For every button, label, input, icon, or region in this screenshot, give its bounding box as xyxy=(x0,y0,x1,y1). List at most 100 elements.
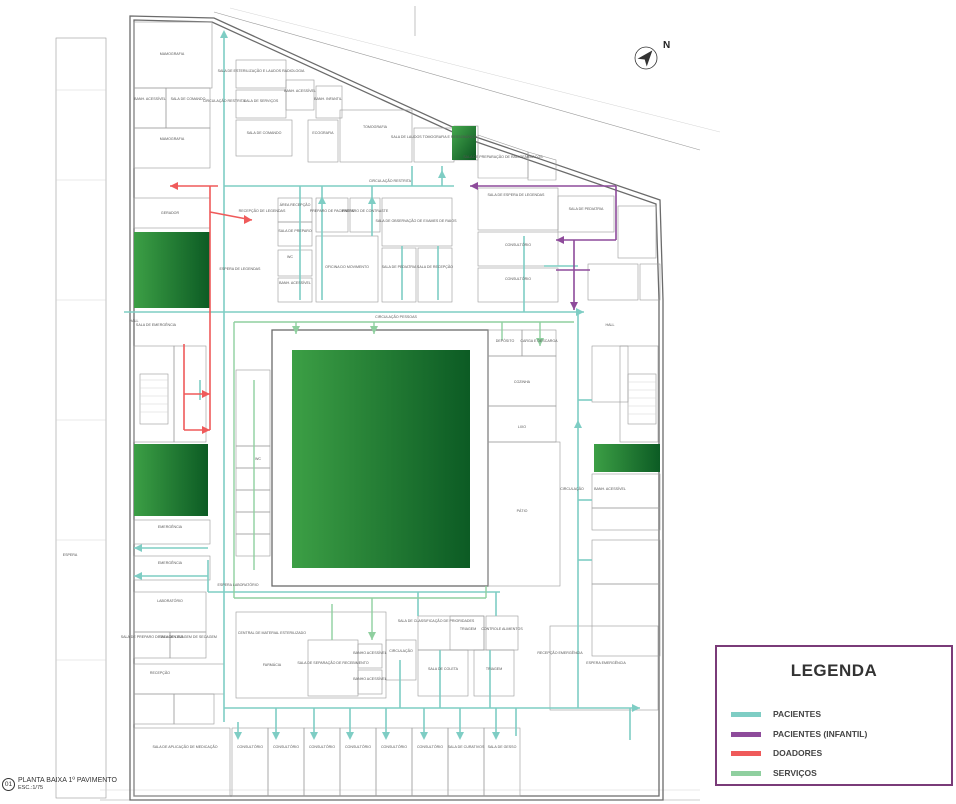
building-walls xyxy=(129,15,664,801)
room-label: LABORATÓRIO xyxy=(157,598,183,603)
room-label: SALA DE APLICAÇÃO DE MEDICAÇÃO xyxy=(152,744,217,749)
room-label: SALA DE COLETA xyxy=(428,667,459,671)
legend-label: PACIENTES xyxy=(773,709,822,719)
room-label: SALA DE ESTERILIZAÇÃO E LAUDOS RADIOLOGI… xyxy=(218,68,305,73)
room-label: SALA DE LAUDOS TOMOGRAFIA E RESSONÂNCIA xyxy=(391,135,478,139)
drawing-scale: ESC.:1/75 xyxy=(18,785,44,791)
room-label: CONSULTÓRIO xyxy=(417,744,443,749)
room-label: MAMOGRAFIA xyxy=(160,137,185,141)
room-label: HALL xyxy=(130,319,139,323)
room-label: CONSULTÓRIO xyxy=(345,744,371,749)
room-label: CONSULTÓRIO xyxy=(505,242,531,247)
legend-swatch xyxy=(731,770,761,776)
room-label: PREPARO DE CONTRASTE xyxy=(342,209,389,213)
legend-label: DOADORES xyxy=(773,748,823,758)
room-label: TRIAGEM xyxy=(486,667,502,671)
room-label: CENTRAL DE MATERIAL ESTERILIZADO xyxy=(238,631,306,635)
room-label: SALA DE LAVAGEM DE SECAGEM xyxy=(159,635,217,639)
legend-swatch xyxy=(731,731,761,737)
room-label: SALA DE PREPARO DE REAGENTES xyxy=(121,635,184,639)
room-labels: MAMOGRAFIA BANH. ACESSÍVEL SALA DE COMAN… xyxy=(63,52,627,749)
garden-w xyxy=(134,444,208,516)
room-label: SALA DE COMANDO xyxy=(171,97,206,101)
legend-swatch xyxy=(731,750,761,756)
room-label: CIRCULAÇÃO xyxy=(389,648,413,653)
legend: LEGENDA PACIENTES PACIENTES (INFANTIL) D… xyxy=(715,645,953,786)
room-label: PREPARO DE PACIENTES xyxy=(310,209,355,213)
garden-nw xyxy=(134,232,210,308)
room-label: SALA DE ESPERA DE LEGENDAS xyxy=(488,193,546,197)
room-label: ÁREA RECEPÇÃO xyxy=(280,202,311,207)
room-label: SALA DE PREPARAÇÃO DE RADIOFÁRMACOS xyxy=(463,154,543,159)
room-label: CONSULTÓRIO xyxy=(237,744,263,749)
gardens xyxy=(134,126,660,568)
room-label: SALA DE SEPARAÇÃO DE RECEBIMENTO xyxy=(297,660,369,665)
drawing-title: PLANTA BAIXA 1º PAVIMENTO xyxy=(18,777,117,784)
room-label: CONSULTÓRIO xyxy=(309,744,335,749)
room-label: CIRCULAÇÃO RESTRITA xyxy=(369,178,412,183)
room-label: ESPERA LABORATÓRIO xyxy=(217,582,258,587)
room-label: CIRCULAÇÃO PESSOAS xyxy=(375,314,417,319)
room-label: BANH. ACESSÍVEL xyxy=(284,89,316,93)
flow-pacientes xyxy=(124,38,640,740)
central-garden xyxy=(292,350,470,568)
room-label: ESPERA xyxy=(63,553,78,557)
legend-item-pacientes-infantil: PACIENTES (INFANTIL) xyxy=(731,729,867,739)
room-label: CIRCULAÇÃO RESTRITA xyxy=(203,98,246,103)
room-label: RECEPÇÃO EMERGÊNCIA xyxy=(537,650,583,655)
room-label: SALA DE RECEPÇÃO xyxy=(417,264,453,269)
room-label: BANHO ACESSÍVEL xyxy=(353,651,387,655)
legend-label: PACIENTES (INFANTIL) xyxy=(773,729,868,739)
room-label: SALA DE PEDIATRIA xyxy=(382,265,417,269)
room-label: MAMOGRAFIA xyxy=(160,52,185,56)
room-label: ESPERA EMERGÊNCIA xyxy=(586,660,626,665)
room-label: SALA DE PEDIATRIA xyxy=(569,207,604,211)
room-label: CONTROLE ALIMENTOS xyxy=(481,627,523,631)
flow-pacientes-infantil xyxy=(470,185,617,310)
room-label: CIRCULAÇÃO xyxy=(560,486,584,491)
room-label: WC xyxy=(255,457,261,461)
room-label: DEPÓSITO xyxy=(496,338,515,343)
legend-item-servicos: SERVIÇOS xyxy=(731,768,817,778)
room-label: FARMÁCIA xyxy=(263,663,282,667)
legend-item-pacientes: PACIENTES xyxy=(731,709,821,719)
flow-arrows xyxy=(134,30,640,740)
room-label: EMERGÊNCIA xyxy=(158,560,183,565)
garden-e xyxy=(594,444,660,472)
drawing-title-block: 01 PLANTA BAIXA 1º PAVIMENTO ESC.:1/75 xyxy=(2,777,117,791)
legend-swatch xyxy=(731,711,761,717)
room-label: SALA DE OBSERVAÇÃO DE EXAMES DE RAIOS xyxy=(376,218,458,223)
room-label: BANH. ACESSÍVEL xyxy=(279,281,311,285)
room-label: RECEPÇÃO xyxy=(150,670,170,675)
room-label: CONSULTÓRIO xyxy=(381,744,407,749)
room-label: BANH. INFANTIL xyxy=(314,97,342,101)
room-label: SALA DE CURATIVOS xyxy=(448,745,485,749)
room-label: WC xyxy=(287,255,293,259)
room-label: RECEPÇÃO DE LEGENDAS xyxy=(239,208,286,213)
room-label: OFICINA DO MOVIMENTO xyxy=(325,265,369,269)
room-label: CONSULTÓRIO xyxy=(505,276,531,281)
room-label: BANH. ACESSÍVEL xyxy=(594,487,626,491)
room-label: EMERGÊNCIA xyxy=(158,524,183,529)
legend-item-doadores: DOADORES xyxy=(731,748,822,758)
room-label: LIXO xyxy=(518,425,526,429)
legend-label: SERVIÇOS xyxy=(773,768,817,778)
north-arrow-icon: N xyxy=(634,40,670,70)
garden-n xyxy=(452,126,476,160)
room-label: HALL xyxy=(606,323,615,327)
flow-servicos xyxy=(233,321,574,640)
room-label: TOMOGRAFIA xyxy=(363,125,388,129)
room-label: GERADOR xyxy=(161,211,180,215)
room-label: SALA DE GESSO xyxy=(488,745,517,749)
room-label: ECOGRAFIA xyxy=(312,131,334,135)
room-label: SALA DE SERVIÇOS xyxy=(244,99,279,103)
room-label: CONSULTÓRIO xyxy=(273,744,299,749)
room-label: COZINHA xyxy=(514,380,531,384)
room-label: PÁTIO xyxy=(517,509,528,513)
room-label: BANHO ACESSÍVEL xyxy=(353,677,387,681)
room-label: CARGA E DESCARGA xyxy=(520,339,558,343)
room-label: ESPERA DE LEGENDAS xyxy=(220,267,262,271)
room-label: SALA DE EMERGÊNCIA xyxy=(136,322,177,327)
drawing-number: 01 xyxy=(2,777,15,791)
